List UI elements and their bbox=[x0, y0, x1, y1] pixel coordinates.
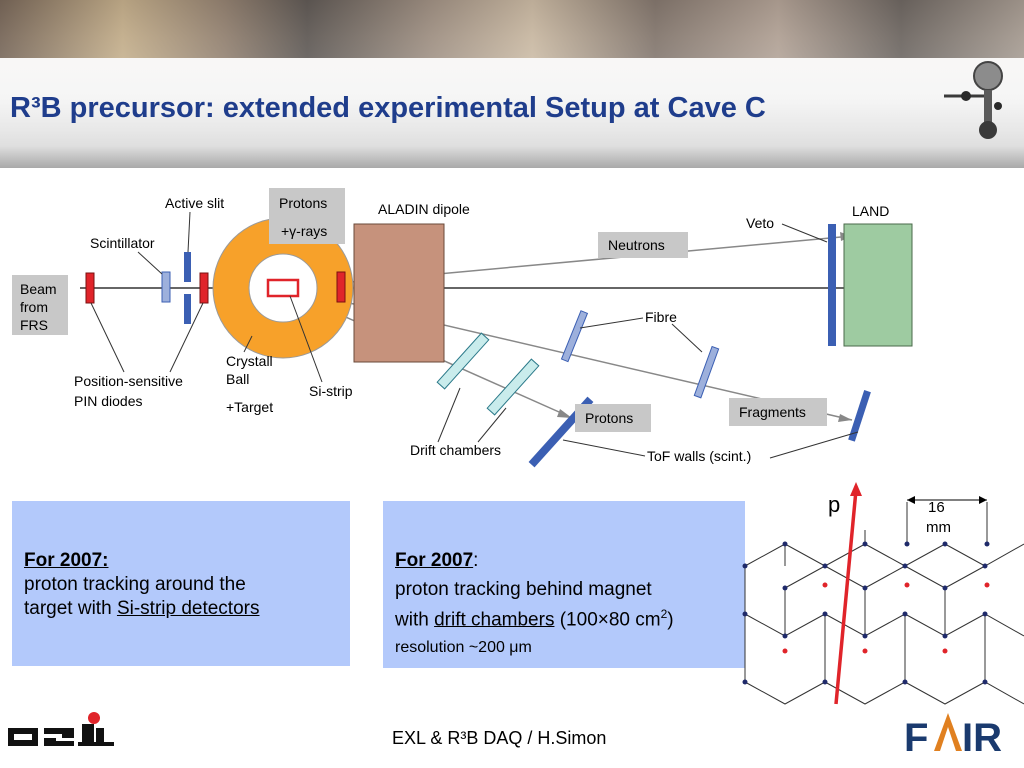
crystal-ball-label-line2: Ball bbox=[226, 371, 249, 387]
gamma-rays-label: +γ-rays bbox=[281, 223, 327, 239]
veto-detector bbox=[828, 224, 836, 346]
drift-leader-1 bbox=[437, 387, 461, 443]
tof-leader-1 bbox=[562, 439, 646, 457]
box-right-line2-suffix: ) bbox=[667, 609, 674, 631]
drift-chamber-1 bbox=[436, 332, 490, 390]
banner-ribbon bbox=[0, 58, 1024, 168]
box-right-line2-prefix: with bbox=[395, 609, 435, 631]
veto-label: Veto bbox=[746, 215, 774, 231]
si-strip-leader bbox=[289, 295, 323, 383]
banner-photo-strip bbox=[0, 0, 1024, 58]
fragment-arrowhead bbox=[838, 414, 852, 422]
drift-leader-2 bbox=[477, 407, 507, 443]
pin-diodes-label-line1: Position-sensitive bbox=[74, 373, 183, 389]
drift-chambers-link[interactable]: drift chambers bbox=[434, 609, 555, 631]
box-right-heading-colon: : bbox=[473, 550, 479, 571]
setup-diagram: Beam from FRS Protons +γ-rays ALADIN dip… bbox=[12, 188, 913, 468]
box-right-heading: For 2007: bbox=[395, 549, 745, 573]
protons-bottom-label: Protons bbox=[585, 410, 633, 426]
neutrons-label-box bbox=[598, 232, 688, 258]
box-right-line3: resolution ~200 μm bbox=[395, 639, 532, 657]
pin-diode-2 bbox=[199, 272, 209, 304]
dimension-value: 16 bbox=[928, 499, 945, 516]
footer-credit: EXL & R³B DAQ / H.Simon bbox=[392, 728, 607, 748]
land-detector bbox=[843, 223, 913, 347]
pin-diodes-label-line2: PIN diodes bbox=[74, 393, 142, 409]
info-box-drift-chambers: For 2007: proton tracking behind magnet … bbox=[383, 501, 745, 668]
dimension-unit: mm bbox=[926, 519, 951, 536]
beam-label-box bbox=[12, 275, 68, 335]
veto-leader bbox=[781, 223, 828, 243]
hex-row-lower bbox=[744, 681, 1024, 705]
fibre-leader-1 bbox=[579, 317, 644, 329]
active-slit-lower bbox=[184, 294, 191, 324]
fair-logo: F IR bbox=[904, 713, 1002, 760]
pin-leader-1 bbox=[90, 302, 125, 373]
proton-label: p bbox=[828, 492, 840, 517]
box-right-line2-sup: 2 bbox=[660, 607, 668, 621]
box-left-line2-prefix: target with bbox=[24, 598, 117, 619]
svg-text:F: F bbox=[904, 716, 928, 760]
scintillator-detector bbox=[161, 271, 171, 303]
beam-label-line3: FRS bbox=[20, 317, 48, 333]
si-strip-detectors-link[interactable]: Si-strip detectors bbox=[116, 598, 260, 619]
drift-chambers-label: Drift chambers bbox=[410, 442, 501, 458]
proton-track bbox=[834, 489, 858, 705]
si-strip-label: Si-strip bbox=[309, 383, 353, 399]
box-right-line2: with drift chambers (100×80 cm2) bbox=[395, 602, 745, 632]
protons-bottom-label-box bbox=[575, 404, 651, 432]
si-strip-detector bbox=[266, 278, 300, 298]
fragments-label-box bbox=[729, 398, 827, 426]
dimension-arrow-left bbox=[907, 496, 915, 504]
hex-cell-diagram: 16 mm p bbox=[742, 482, 1024, 705]
box-right-line2-mid: (100×80 cm bbox=[554, 609, 661, 631]
tof-leader-2 bbox=[769, 431, 859, 459]
hex-row-middle-upper bbox=[784, 565, 986, 589]
crystal-ball-leader bbox=[243, 335, 253, 353]
scintillator-leader bbox=[137, 251, 163, 275]
hex-row-middle bbox=[744, 613, 1024, 637]
active-slit-upper bbox=[184, 252, 191, 282]
box-left-line2: target with Si-strip detectors bbox=[24, 597, 350, 621]
drift-chamber-2 bbox=[486, 358, 540, 416]
crystal-ball-label-line1: Crystall bbox=[226, 353, 273, 369]
protons-gamma-label-box bbox=[269, 188, 345, 244]
fibre-detector-1 bbox=[560, 310, 589, 363]
proton-track-arrowhead bbox=[850, 482, 862, 496]
hex-row-top bbox=[744, 543, 1024, 567]
fibre-leader-2 bbox=[671, 323, 703, 353]
box-left-heading: For 2007: bbox=[24, 550, 109, 571]
pin-diode-1 bbox=[85, 272, 95, 304]
pin-diode-3 bbox=[336, 271, 346, 303]
box-right-heading-text: For 2007 bbox=[395, 550, 474, 571]
aladin-label: ALADIN dipole bbox=[378, 201, 470, 217]
scintillator-label: Scintillator bbox=[90, 235, 155, 251]
slide-title: R³B precursor: extended experimental Set… bbox=[10, 92, 766, 124]
protons-top-label: Protons bbox=[279, 195, 327, 211]
box-right-line1: proton tracking behind magnet bbox=[395, 579, 652, 600]
active-slit-label: Active slit bbox=[165, 195, 224, 211]
beam-label-line1: Beam bbox=[20, 281, 57, 297]
active-slit-leader bbox=[187, 211, 191, 253]
title-banner bbox=[0, 0, 1024, 168]
svg-text:IR: IR bbox=[962, 716, 1002, 760]
tof-wall-2 bbox=[848, 390, 871, 442]
proton-arrowhead bbox=[557, 409, 572, 418]
fibre-label: Fibre bbox=[645, 309, 677, 325]
land-label: LAND bbox=[852, 203, 889, 219]
tof-walls-label: ToF walls (scint.) bbox=[647, 448, 751, 464]
dimension-arrow-right bbox=[979, 496, 987, 504]
aladin-dipole bbox=[353, 223, 445, 363]
gsi-logo bbox=[8, 712, 114, 746]
pin-leader-2 bbox=[169, 302, 204, 373]
box-left-line1: proton tracking around the bbox=[24, 574, 246, 595]
crystal-ball-inner-outline bbox=[248, 253, 318, 323]
target-label: +Target bbox=[226, 399, 273, 415]
fragments-label: Fragments bbox=[739, 404, 806, 420]
fibre-detector-2 bbox=[693, 345, 720, 399]
info-box-si-strip: For 2007: proton tracking around the tar… bbox=[12, 501, 350, 666]
neutrons-label: Neutrons bbox=[608, 237, 665, 253]
beam-label-line2: from bbox=[20, 299, 48, 315]
detector-figure-icon bbox=[944, 61, 1003, 139]
